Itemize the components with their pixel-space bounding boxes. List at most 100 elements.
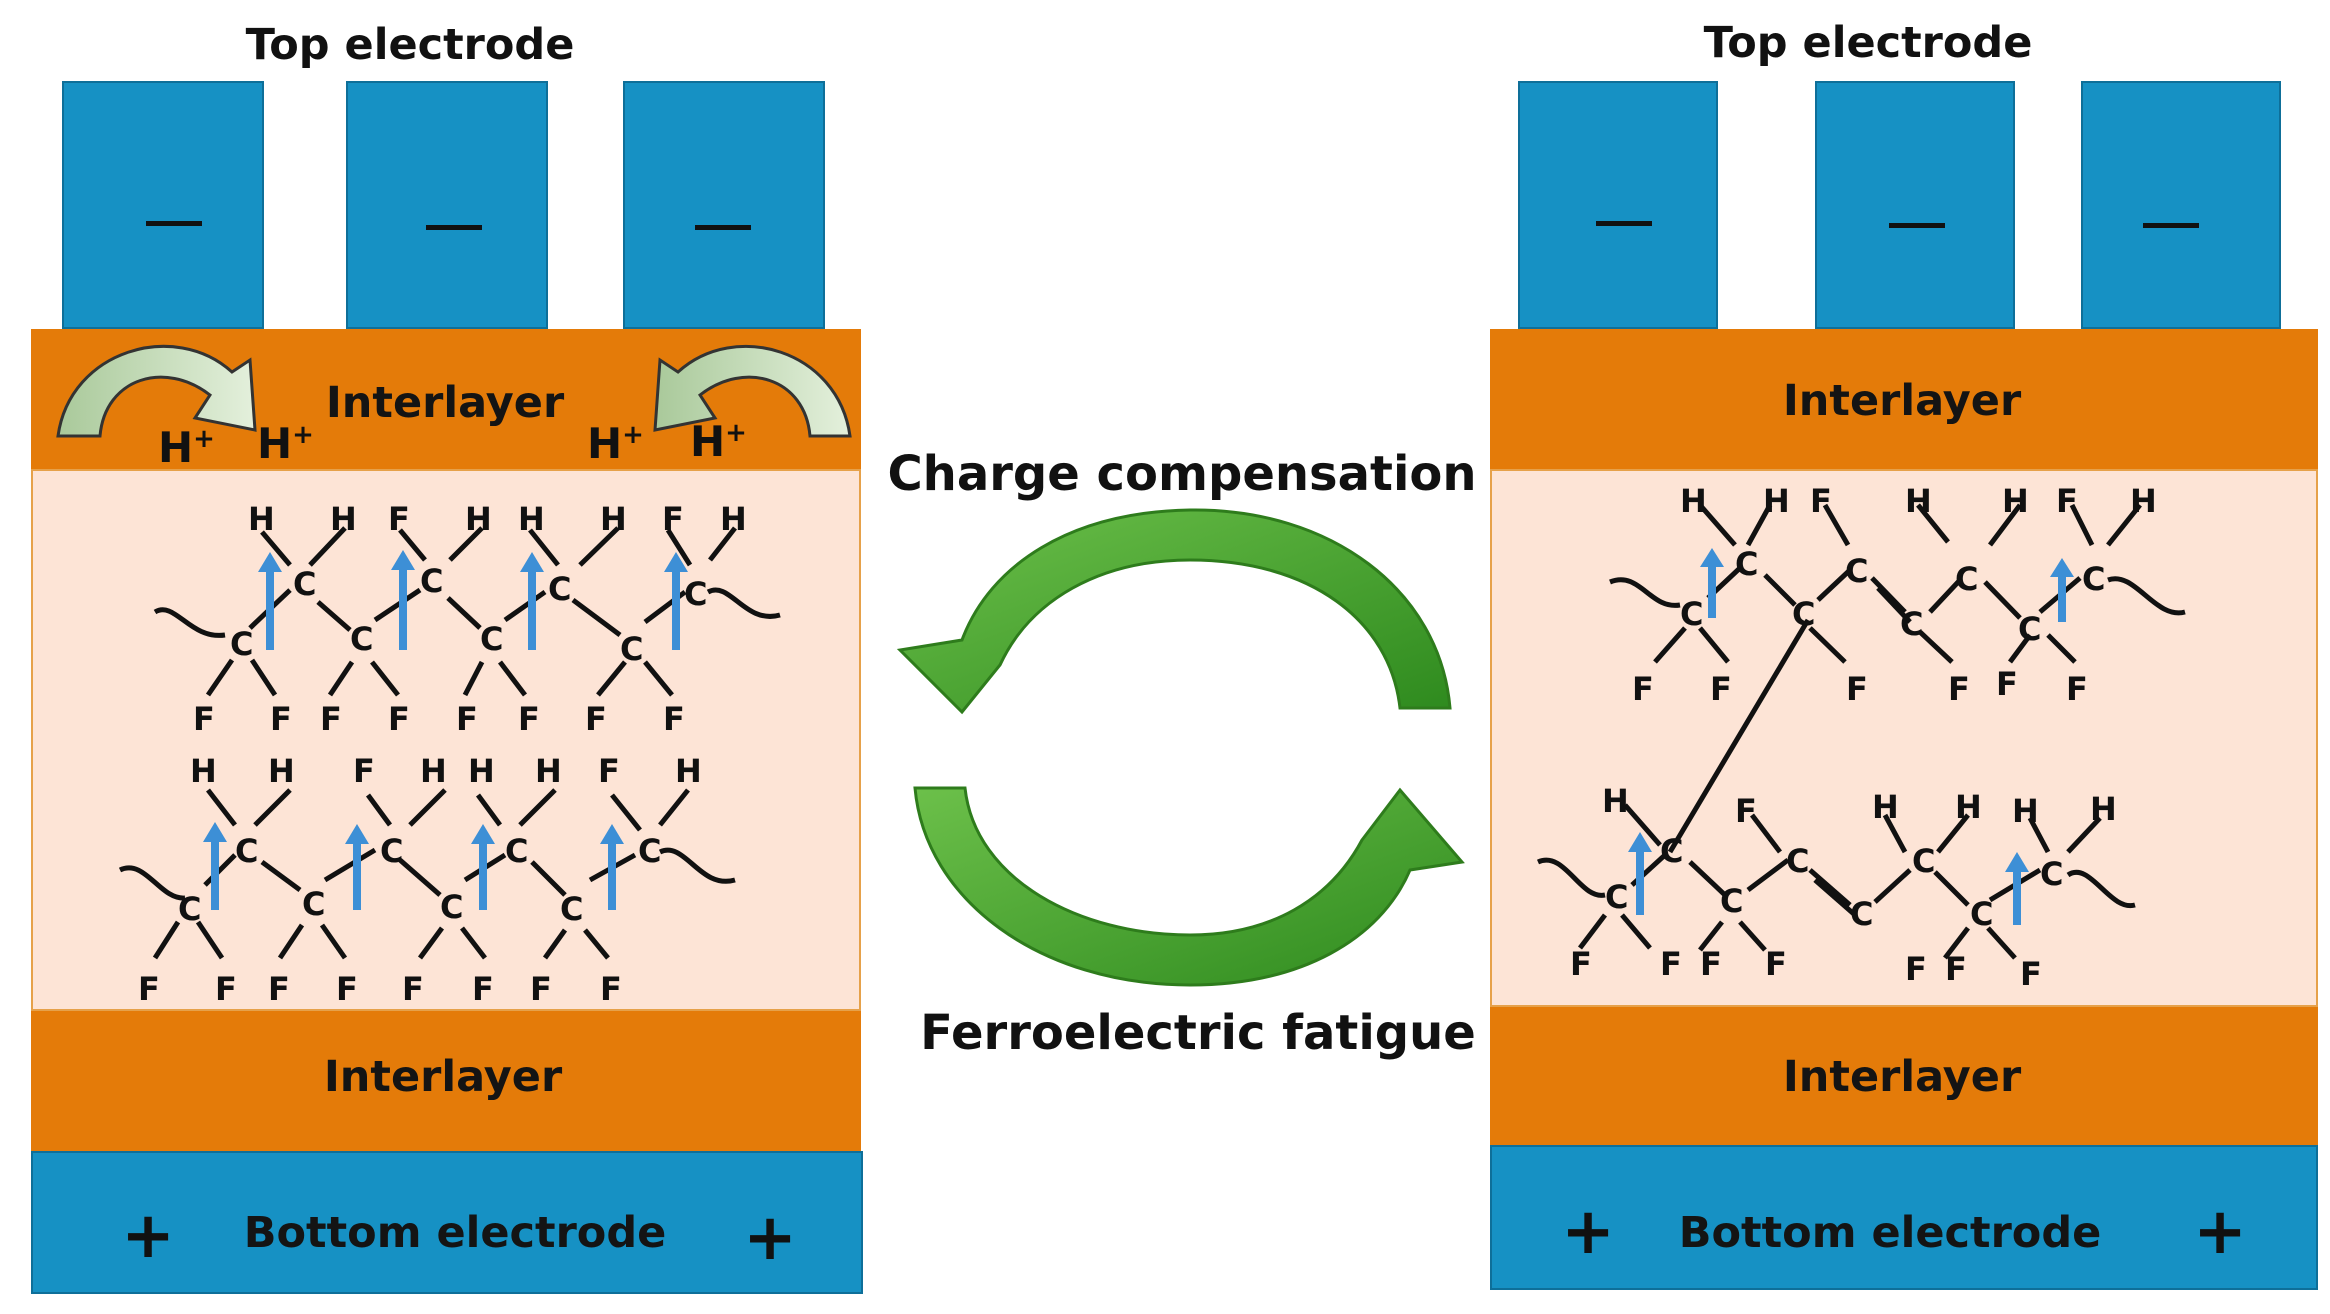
negative-sign [2143,223,2199,228]
left-interlayer-bottom [31,1011,861,1151]
svg-text:C: C [638,832,661,870]
svg-text:C: C [235,832,258,870]
dipole-arrow-icon [1700,548,1724,618]
negative-sign [1596,221,1652,226]
left-dipole-arrows [203,550,688,910]
svg-text:H: H [1905,482,1932,520]
svg-text:C: C [1792,595,1815,633]
svg-text:H: H [1955,788,1982,826]
left-bottom-electrode [31,1151,863,1294]
positive-sign: + [1561,1195,1615,1269]
svg-text:F: F [1810,482,1832,520]
svg-text:F: F [585,700,607,738]
svg-text:H: H [675,752,702,790]
svg-text:F: F [1945,950,1967,988]
svg-text:H: H [1602,782,1629,820]
svg-text:H: H [2090,790,2117,828]
negative-sign [146,221,202,226]
svg-text:C: C [178,890,201,928]
svg-text:F: F [1570,945,1592,983]
proton-label: H+ [690,417,747,466]
dipole-arrow-icon [391,550,415,650]
svg-text:H: H [600,500,627,538]
svg-text:H: H [1763,482,1790,520]
svg-text:F: F [215,970,237,1008]
dipole-arrow-icon [203,822,227,910]
svg-text:F: F [456,700,478,738]
svg-text:F: F [388,500,410,538]
positive-sign: + [121,1199,175,1273]
svg-text:F: F [1735,792,1757,830]
right-interlayer-top [1490,329,2318,469]
svg-text:F: F [320,700,342,738]
svg-text:C: C [2082,560,2105,598]
right-bottom-electrode-label: Bottom electrode [1678,1208,2102,1258]
positive-sign: + [2193,1195,2247,1269]
svg-text:F: F [600,970,622,1008]
right-polymer-chain-1 [1609,503,2186,854]
svg-text:F: F [1632,670,1654,708]
svg-text:H: H [2002,482,2029,520]
svg-text:F: F [270,700,292,738]
negative-sign [1889,223,1945,228]
svg-text:F: F [662,500,684,538]
svg-text:H: H [248,500,275,538]
curved-arrow-right [653,344,852,438]
svg-text:C: C [1735,545,1758,583]
svg-text:H: H [468,752,495,790]
right-interlayer-bottom [1490,1007,2318,1145]
svg-text:C: C [1955,560,1978,598]
svg-text:C: C [620,630,643,668]
svg-text:C: C [505,832,528,870]
left-ferroelectric-layer [31,469,861,1011]
svg-text:F: F [2056,482,2078,520]
proton-label: H+ [158,423,215,472]
negative-sign [695,225,751,230]
svg-text:H: H [720,500,747,538]
svg-text:C: C [293,565,316,603]
svg-text:C: C [2018,610,2041,648]
charge-compensation-arrow [896,508,1452,715]
svg-text:C: C [1786,842,1809,880]
left-top-electrode-3 [623,81,825,329]
svg-text:H: H [2130,482,2157,520]
dipole-arrow-icon [471,824,495,910]
svg-text:C: C [1845,552,1868,590]
svg-text:F: F [1700,945,1722,983]
cycle-arrows [896,508,1465,987]
svg-text:H: H [1680,482,1707,520]
svg-text:F: F [2066,670,2088,708]
svg-text:H: H [1872,788,1899,826]
curved-arrow-left [56,344,257,438]
left-bottom-electrode-label: Bottom electrode [243,1208,667,1258]
ferroelectric-fatigue-arrow [913,786,1465,987]
right-dipole-arrows [1628,548,2074,925]
left-interlayer-top-label: Interlayer [325,378,565,428]
svg-text:F: F [1948,670,1970,708]
dipole-arrow-icon [600,824,624,910]
left-interlayer-bottom-label: Interlayer [323,1052,563,1102]
svg-text:H: H [190,752,217,790]
svg-text:F: F [268,970,290,1008]
svg-text:C: C [480,620,503,658]
svg-text:F: F [472,970,494,1008]
left-top-electrode-2 [346,81,548,329]
svg-text:C: C [1680,595,1703,633]
left-polymer-chain-2 [118,788,736,960]
svg-text:C: C [1605,878,1628,916]
svg-text:F: F [1765,945,1787,983]
svg-text:F: F [1996,665,2018,703]
svg-text:C: C [1900,605,1923,643]
right-interlayer-top-label: Interlayer [1782,376,2022,426]
positive-sign: + [743,1201,797,1275]
svg-text:C: C [1970,895,1993,933]
svg-text:H: H [465,500,492,538]
svg-text:F: F [1710,670,1732,708]
svg-text:C: C [440,888,463,926]
svg-text:H: H [535,752,562,790]
right-top-electrode-2 [1815,81,2015,329]
